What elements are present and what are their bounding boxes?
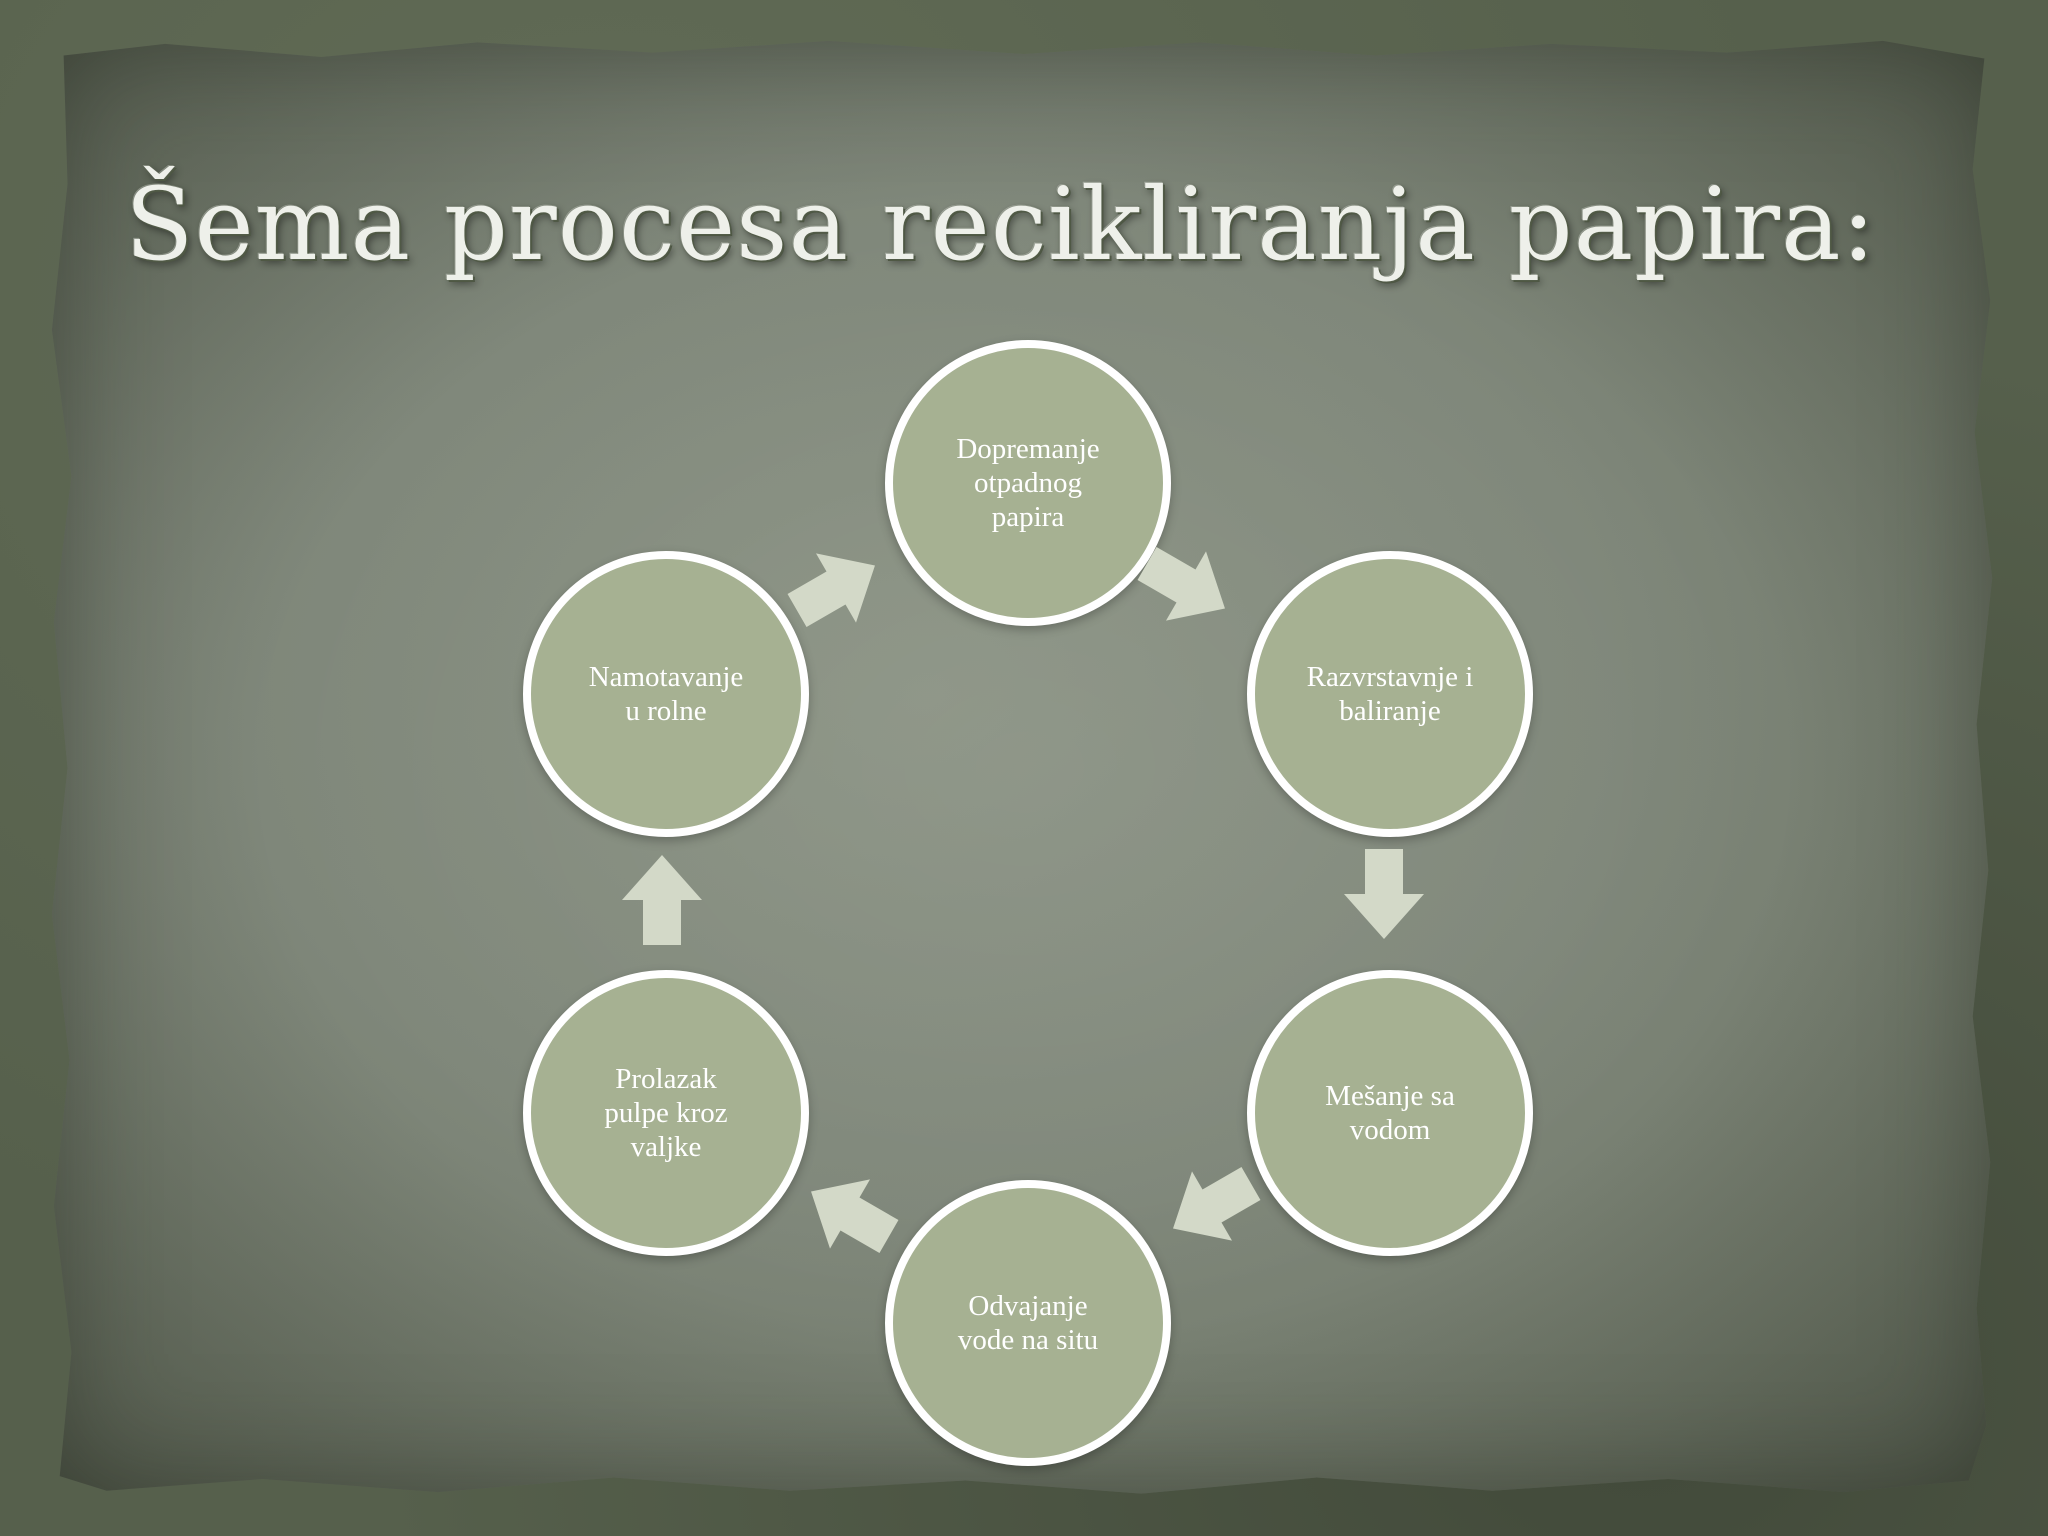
cycle-node-odvajanje: Odvajanje vode na situ xyxy=(885,1180,1171,1466)
cycle-node-mesanje: Mešanje sa vodom xyxy=(1247,970,1533,1256)
cycle-node-label: Dopremanje otpadnog papira xyxy=(956,433,1100,533)
paper-background xyxy=(51,40,1993,1494)
cycle-node-label: Razvrstavnje i baliranje xyxy=(1306,661,1474,727)
cycle-node-prolazak: Prolazak pulpe kroz valjke xyxy=(523,970,809,1256)
cycle-node-label: Mešanje sa vodom xyxy=(1325,1080,1455,1146)
cycle-node-namotavanje: Namotavanje u rolne xyxy=(523,551,809,837)
cycle-node-label: Odvajanje vode na situ xyxy=(957,1290,1099,1356)
cycle-node-label: Namotavanje u rolne xyxy=(588,661,744,727)
slide-title: Šema procesa recikliranja papira: xyxy=(125,166,1877,283)
cycle-node-dopremanje: Dopremanje otpadnog papira xyxy=(885,340,1171,626)
cycle-node-razvrstavanje: Razvrstavnje i baliranje xyxy=(1247,551,1533,837)
cycle-node-label: Prolazak pulpe kroz valjke xyxy=(604,1063,728,1163)
